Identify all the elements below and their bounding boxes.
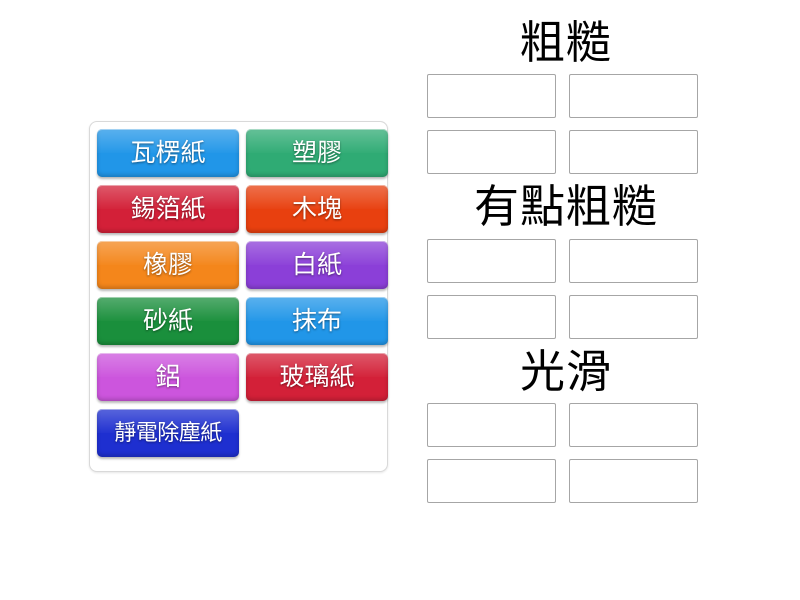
draggable-tile[interactable]: 玻璃紙 (246, 353, 388, 401)
tile-label: 靜電除塵紙 (114, 420, 222, 445)
drop-slot[interactable] (569, 74, 698, 119)
category-title: 光滑 (519, 345, 612, 397)
drop-slot[interactable] (427, 74, 556, 119)
tile-label: 玻璃紙 (279, 362, 355, 391)
draggable-tile[interactable]: 塑膠 (246, 129, 388, 177)
drop-slot[interactable] (427, 130, 556, 175)
drop-slot[interactable] (569, 130, 698, 175)
tile-label: 橡膠 (142, 250, 193, 279)
category-group: 光滑 (421, 345, 711, 504)
tile-label: 白紙 (291, 250, 342, 279)
category-group: 有點粗糙 (421, 181, 711, 339)
drop-slot[interactable] (427, 403, 556, 448)
draggable-tile[interactable]: 錫箔紙 (97, 185, 239, 233)
category-slot-grid (427, 238, 711, 339)
drop-slot[interactable] (569, 238, 698, 283)
tile-label: 瓦楞紙 (130, 138, 206, 167)
tile-grid: 瓦楞紙 塑膠錫箔紙 木塊橡膠 白紙砂紙 抹布鋁 玻璃紙靜電除塵紙 (97, 129, 388, 457)
tile-label: 木塊 (291, 194, 342, 223)
tile-label: 鋁 (155, 362, 181, 391)
drop-slot[interactable] (427, 459, 556, 504)
draggable-tile[interactable]: 木塊 (246, 185, 388, 233)
draggable-tile[interactable]: 白紙 (246, 241, 388, 289)
tile-label: 錫箔紙 (130, 194, 206, 223)
category-slot-grid (427, 403, 711, 504)
tile-label: 塑膠 (291, 138, 342, 167)
category-group: 粗糙 (421, 17, 711, 175)
category-title: 粗糙 (519, 17, 612, 68)
draggable-tile[interactable]: 抹布 (246, 297, 388, 345)
drop-slot[interactable] (427, 238, 556, 283)
tile-label: 砂紙 (142, 306, 193, 335)
draggable-tile[interactable]: 瓦楞紙 (97, 129, 239, 177)
drop-slot[interactable] (427, 294, 556, 339)
draggable-tile[interactable]: 砂紙 (97, 297, 239, 345)
drop-slot[interactable] (569, 294, 698, 339)
draggable-tile[interactable]: 橡膠 (97, 241, 239, 289)
tile-label: 抹布 (291, 306, 342, 335)
draggable-tile-tray: 瓦楞紙 塑膠錫箔紙 木塊橡膠 白紙砂紙 抹布鋁 玻璃紙靜電除塵紙 (89, 121, 388, 472)
category-slot-grid (427, 74, 711, 175)
category-list: 粗糙有點粗糙光滑 (421, 17, 711, 511)
draggable-tile[interactable]: 鋁 (97, 353, 239, 401)
category-title: 有點粗糙 (473, 181, 658, 233)
drop-slot[interactable] (569, 459, 698, 504)
draggable-tile[interactable]: 靜電除塵紙 (97, 409, 239, 457)
drop-slot[interactable] (569, 403, 698, 448)
